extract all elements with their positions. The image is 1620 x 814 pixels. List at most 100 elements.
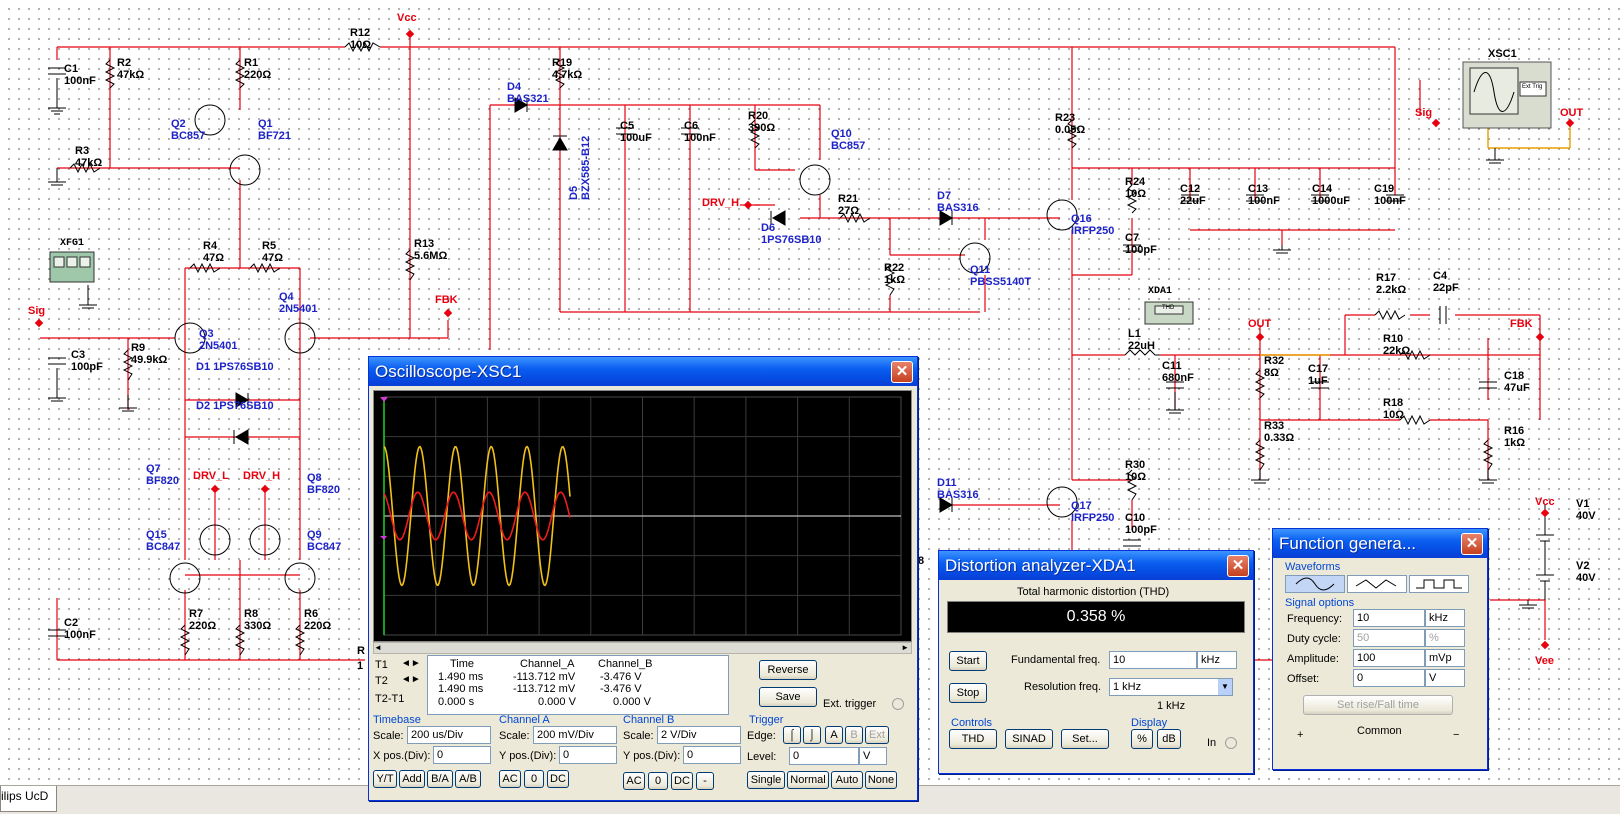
- input-terminal[interactable]: [1225, 737, 1237, 749]
- set-button[interactable]: Set...: [1061, 729, 1109, 749]
- timebase-scale-field[interactable]: 200 us/Div: [407, 726, 491, 744]
- oscilloscope-window[interactable]: Oscilloscope-XSC1 ✕ ◄ ► T1 T2 T2-T1 ◄► ◄…: [368, 356, 918, 801]
- channel-b-ac-button[interactable]: AC: [623, 772, 645, 790]
- sinad-button[interactable]: SINAD: [1005, 729, 1053, 749]
- distortion-titlebar[interactable]: Distortion analyzer-XDA1 ✕: [939, 551, 1253, 580]
- duty-cycle-field[interactable]: 50: [1353, 629, 1425, 647]
- scroll-right-icon[interactable]: ►: [901, 643, 909, 652]
- save-button[interactable]: Save: [759, 687, 817, 707]
- function-generator-window[interactable]: Function genera... ✕ Waveforms Signal op…: [1272, 528, 1488, 770]
- distortion-analyzer-window[interactable]: Distortion analyzer-XDA1 ✕ Total harmoni…: [938, 550, 1254, 774]
- scope-horizontal-scrollbar[interactable]: ◄ ►: [373, 642, 912, 654]
- rising-edge-icon[interactable]: ⌠: [783, 726, 801, 744]
- scroll-left-icon[interactable]: ◄: [374, 643, 382, 652]
- channel-a-dc-button[interactable]: DC: [547, 770, 569, 788]
- chevron-down-icon[interactable]: ▼: [1218, 679, 1232, 695]
- timebase-xpos-field[interactable]: 0: [433, 746, 491, 764]
- scope-display[interactable]: [374, 391, 911, 641]
- cursor-t1-arrows-icon[interactable]: ◄►: [401, 658, 421, 669]
- close-icon[interactable]: ✕: [891, 361, 913, 383]
- channel-b-zero-button[interactable]: 0: [648, 772, 668, 790]
- timebase-ab-button[interactable]: A/B: [455, 770, 481, 788]
- cursor-t2-arrows-icon[interactable]: ◄►: [401, 674, 421, 685]
- oscilloscope-titlebar[interactable]: Oscilloscope-XSC1 ✕: [369, 357, 917, 386]
- trigger-auto-button[interactable]: Auto: [831, 771, 863, 789]
- trigger-none-button[interactable]: None: [865, 771, 897, 789]
- close-icon[interactable]: ✕: [1461, 533, 1483, 555]
- falling-edge-icon[interactable]: ⌡: [803, 726, 821, 744]
- timebase-ba-button[interactable]: B/A: [427, 770, 453, 788]
- frequency-field[interactable]: 10: [1353, 609, 1425, 627]
- channel-b-scale-field[interactable]: 2 V/Div: [657, 726, 741, 744]
- set-rise-fall-button[interactable]: Set rise/Fall time: [1303, 695, 1453, 715]
- trigger-source-a-button[interactable]: A: [825, 726, 843, 744]
- ext-trigger-terminal[interactable]: [892, 698, 904, 710]
- trigger-normal-button[interactable]: Normal: [787, 771, 829, 789]
- sine-icon[interactable]: [1285, 575, 1345, 593]
- channel-a-ac-button[interactable]: AC: [499, 770, 521, 788]
- display-percent-button[interactable]: %: [1131, 729, 1153, 749]
- channel-a-ypos-field[interactable]: 0: [559, 746, 617, 764]
- trigger-level-field[interactable]: 0: [789, 747, 859, 765]
- reverse-button[interactable]: Reverse: [759, 660, 817, 680]
- trigger-source-ext-button[interactable]: Ext: [865, 726, 889, 744]
- component-d2[interactable]: D2 1PS76SB10: [196, 400, 274, 412]
- channel-b-dc-button[interactable]: DC: [671, 772, 693, 790]
- design-tab[interactable]: ilips UcD: [0, 786, 58, 812]
- resolution-freq-select[interactable]: 1 kHz ▼: [1109, 678, 1233, 696]
- thd-button[interactable]: THD: [949, 729, 997, 749]
- square-icon[interactable]: [1409, 575, 1469, 593]
- timebase-yt-button[interactable]: Y/T: [373, 770, 397, 788]
- channel-a-scale-field[interactable]: 200 mV/Div: [533, 726, 617, 744]
- fundamental-freq-field[interactable]: 10: [1109, 651, 1197, 669]
